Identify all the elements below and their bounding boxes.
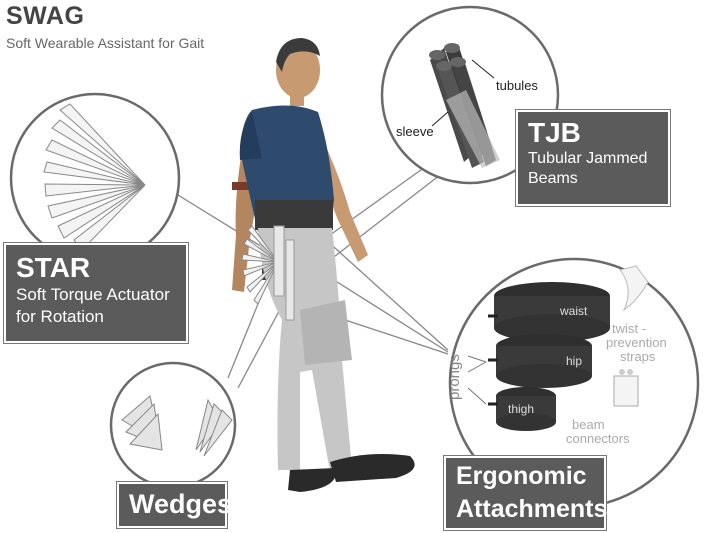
twist-label-1: twist - [612,321,646,336]
ergonomic-label-box: Ergonomic Attachments [444,456,608,530]
waist-label: waist [560,304,588,318]
tjb-title: TJB [528,117,581,148]
hip-label: hip [566,354,583,368]
star-line2: for Rotation [16,306,104,326]
twist-label-2: prevention [606,335,667,350]
star-title: STAR [16,252,91,283]
wedges-illustration [121,395,233,457]
man-figure [232,38,415,492]
beam-label-1: beam [572,417,605,432]
star-label-box: STAR Soft Torque Actuator for Rotation [4,243,188,343]
star-actuator-illustration [43,103,146,251]
wedges-label-box: Wedges [117,482,233,528]
thigh-label: thigh [508,402,535,416]
sleeve-label: sleeve [396,124,434,139]
tubules-label: tubules [496,78,538,93]
diagram-subtitle: Soft Wearable Assistant for Gait [6,35,205,51]
ergonomic-line2: Attachments [456,494,608,523]
tjb-label-box: TJB Tubular Jammed Beams [516,110,670,206]
prongs-label: prongs [446,354,463,400]
tjb-line2: Beams [528,170,578,188]
diagram-title: SWAG [6,2,85,30]
star-line1: Soft Torque Actuator [16,285,170,305]
tjb-line1: Tubular Jammed [528,150,648,168]
wedges-title: Wedges [129,489,233,519]
ergonomic-line1: Ergonomic [456,462,587,490]
twist-label-3: straps [620,349,656,364]
tubular-beam-illustration [429,43,500,168]
beam-label-2: connectors [566,431,630,446]
attachment-bands-illustration [467,265,649,431]
